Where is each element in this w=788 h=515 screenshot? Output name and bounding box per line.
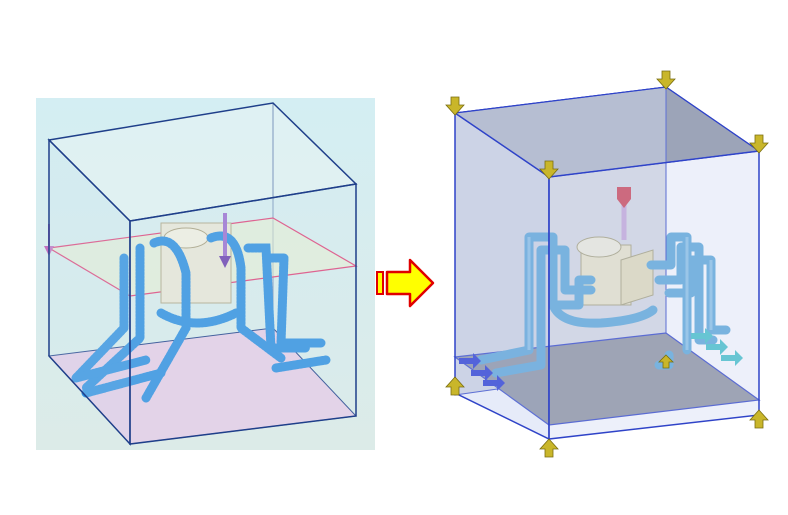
cooling-line-6 <box>263 253 326 348</box>
constraint-arrows <box>445 70 769 458</box>
constraint-arrow-icon-top-left <box>445 96 465 116</box>
inlet-arrow-icon-1 <box>459 353 481 369</box>
injection-arrow-icon <box>219 256 231 268</box>
mold-box-front-face <box>129 183 357 445</box>
transition-arrow <box>376 258 436 308</box>
constraint-arrow-icon-top-right <box>749 134 769 154</box>
outlet-arrows <box>691 328 743 366</box>
cooling-pipe-2 <box>491 245 596 378</box>
inlet-arrows <box>459 353 505 391</box>
cooling-pipe-5 <box>654 242 718 345</box>
cooling-line-9 <box>81 368 166 398</box>
part-cup-top <box>576 236 622 258</box>
cooling-line-5 <box>243 243 311 353</box>
inlet-arrow-icon-3 <box>483 375 505 391</box>
constraint-arrow-icon-top-back <box>656 70 676 90</box>
left-mold-mesh-view <box>36 98 375 450</box>
right-mold-svg <box>445 70 769 458</box>
cooling-line-8 <box>71 355 151 383</box>
constraint-arrow-icon-bottom-left <box>445 376 465 396</box>
cooling-line-10 <box>271 355 331 373</box>
cooling-channels-mesh <box>71 231 331 403</box>
constraint-arrow-icon-bottom-back <box>658 354 674 369</box>
right-mold-solid-view <box>441 65 788 465</box>
pipe-highlights <box>527 237 713 350</box>
constraint-arrow-icon-bottom-front <box>539 438 559 458</box>
inlet-arrow-icon-2 <box>471 365 493 381</box>
gate-arrow-icon <box>617 187 631 208</box>
right-arrow-icon <box>376 258 435 308</box>
cooling-pipe-3 <box>548 300 658 328</box>
outlet-arrow-icon-1 <box>691 328 713 344</box>
cooling-line-1 <box>71 253 129 383</box>
left-mold-svg <box>36 98 375 450</box>
constraint-arrow-icon-top-front <box>539 160 559 180</box>
cooling-line-7 <box>156 308 241 328</box>
part-flange <box>620 249 654 306</box>
cooling-line-3 <box>141 236 191 403</box>
mold-box-front-face <box>548 150 760 440</box>
outlet-arrow-icon-2 <box>706 339 728 355</box>
cooling-line-4 <box>206 231 286 363</box>
outlet-arrow-icon-3 <box>721 350 743 366</box>
constraint-arrow-icon-bottom-right <box>749 409 769 429</box>
